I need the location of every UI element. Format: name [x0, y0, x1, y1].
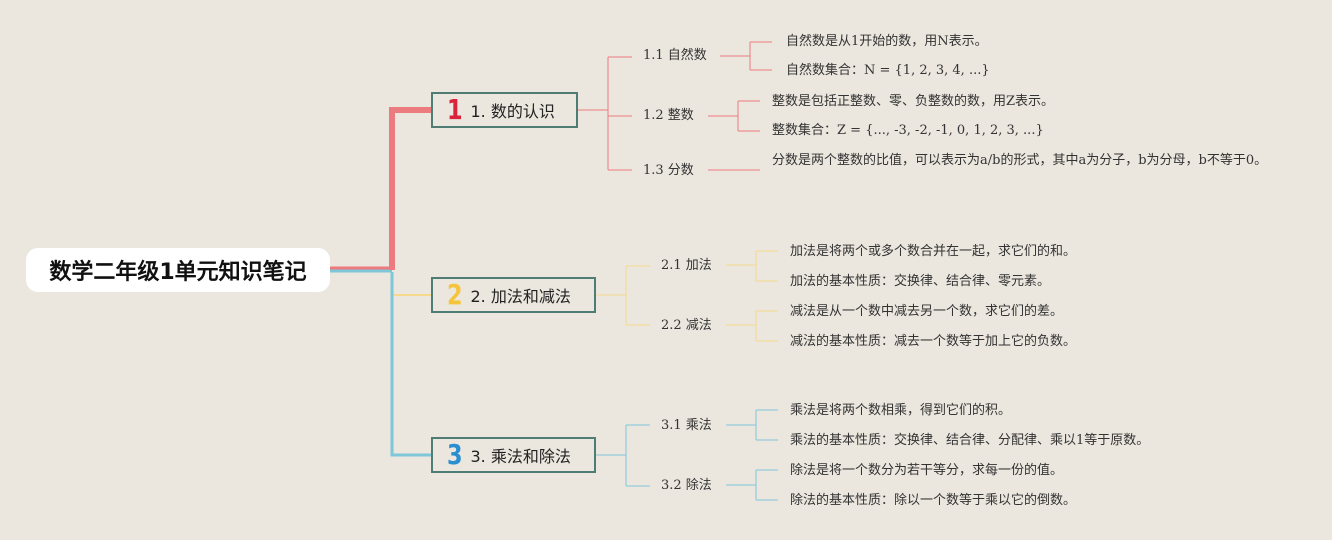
topic-addition-subtraction[interactable]: 2 2. 加法和减法 [431, 277, 596, 313]
connector-branch-1 [389, 107, 431, 270]
connectors-branch-2-subtopics [596, 250, 778, 342]
subtopic-fractions[interactable]: 1.3 分数 [643, 163, 694, 178]
note-integers-set: 整数集合：Z = {..., -3, -2, -1, 0, 1, 2, 3, .… [772, 123, 1044, 138]
note-natural-numbers-set: 自然数集合：N = {1, 2, 3, 4, ...} [786, 63, 990, 78]
number-two-icon: 2 [446, 278, 463, 311]
topic-multiplication-division[interactable]: 3 3. 乘法和除法 [431, 437, 596, 473]
note-integers-definition: 整数是包括正整数、零、负整数的数，用Z表示。 [772, 94, 1055, 109]
topic-number-recognition[interactable]: 1 1. 数的认识 [431, 92, 578, 128]
number-one-icon: 1 [446, 93, 463, 126]
note-multiplication-properties: 乘法的基本性质：交换律、结合律、分配律、乘以1等于原数。 [790, 433, 1150, 448]
note-multiplication-definition: 乘法是将两个数相乘，得到它们的积。 [790, 403, 1012, 418]
note-natural-numbers-definition: 自然数是从1开始的数，用N表示。 [786, 34, 988, 49]
connectors-branch-1-subtopics [578, 41, 772, 171]
subtopic-integers[interactable]: 1.2 整数 [643, 108, 694, 123]
subtopic-multiplication[interactable]: 3.1 乘法 [661, 418, 712, 433]
subtopic-subtraction[interactable]: 2.2 减法 [661, 318, 712, 333]
note-addition-definition: 加法是将两个或多个数合并在一起，求它们的和。 [790, 244, 1077, 259]
topic-label: 2. 加法和减法 [470, 287, 571, 306]
subtopic-division[interactable]: 3.2 除法 [661, 478, 712, 493]
note-subtraction-definition: 减法是从一个数中减去另一个数，求它们的差。 [790, 304, 1064, 319]
connector-branch-3 [390, 272, 431, 457]
note-subtraction-properties: 减法的基本性质：减去一个数等于加上它的负数。 [790, 334, 1077, 349]
subtopic-addition[interactable]: 2.1 加法 [661, 258, 712, 273]
topic-label: 3. 乘法和除法 [470, 447, 571, 466]
note-addition-properties: 加法的基本性质：交换律、结合律、零元素。 [790, 274, 1051, 289]
subtopic-natural-numbers[interactable]: 1.1 自然数 [643, 48, 707, 63]
root-title: 数学二年级1单元知识笔记 [49, 260, 307, 285]
number-three-icon: 3 [446, 438, 463, 471]
note-fractions-definition: 分数是两个整数的比值，可以表示为a/b的形式，其中a为分子，b为分母，b不等于0… [772, 153, 1268, 168]
note-division-properties: 除法的基本性质：除以一个数等于乘以它的倒数。 [790, 493, 1077, 508]
root-topic[interactable]: 数学二年级1单元知识笔记 [26, 248, 330, 292]
topic-label: 1. 数的认识 [470, 102, 555, 121]
connectors-branch-3-subtopics [596, 409, 778, 501]
note-division-definition: 除法是将一个数分为若干等分，求每一份的值。 [790, 463, 1064, 478]
